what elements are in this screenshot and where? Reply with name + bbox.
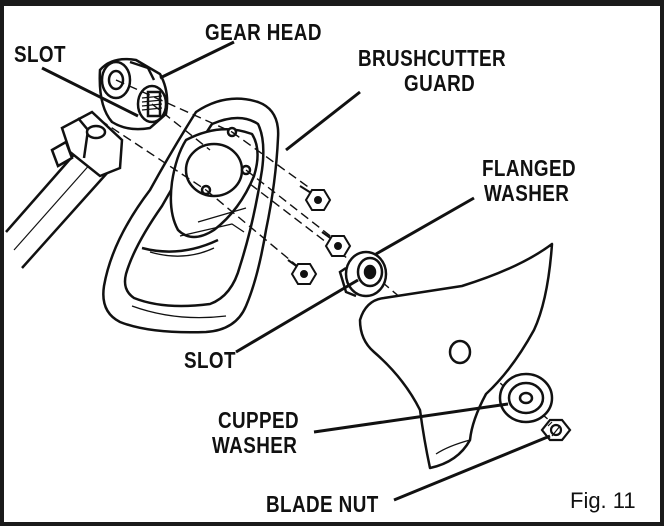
leader-slot-bottom xyxy=(235,278,359,354)
leader-cupped-washer xyxy=(313,402,509,434)
drive-shaft xyxy=(5,149,109,269)
cupped-washer xyxy=(498,372,554,424)
flanged-washer xyxy=(338,250,388,298)
label-gear-head: GEAR HEAD xyxy=(205,19,322,45)
label-brushcutter-guard-line1: BRUSHCUTTER xyxy=(358,45,507,71)
gear-head xyxy=(98,57,169,131)
label-brushcutter-guard-line2: GUARD xyxy=(404,70,476,96)
brushcutter-guard xyxy=(102,97,280,334)
gear-spline xyxy=(141,95,163,111)
label-slot-bottom: SLOT xyxy=(184,347,236,373)
leader-flanged-washer xyxy=(375,196,475,256)
guard-bolt-top xyxy=(299,185,332,211)
label-flanged-washer-line1: FLANGED xyxy=(482,155,577,181)
label-cupped-washer-line1: CUPPED xyxy=(218,407,300,433)
leader-lines xyxy=(41,40,551,502)
blade-center-hole xyxy=(448,339,472,365)
leader-blade-nut xyxy=(393,434,551,502)
label-cupped-washer-line2: WASHER xyxy=(212,432,298,458)
label-slot-top: SLOT xyxy=(14,41,66,67)
guard-bolt-bottom xyxy=(287,259,318,285)
cutting-blade xyxy=(358,242,554,470)
leader-slot-top xyxy=(41,66,139,118)
shaft-clamp xyxy=(50,110,124,178)
label-brushcutter-guard: BRUSHCUTTER GUARD xyxy=(358,46,528,96)
label-flanged-washer: FLANGED WASHER xyxy=(478,156,618,206)
guard-center-hole xyxy=(184,142,244,198)
leader-brushcutter-guard xyxy=(285,90,361,152)
leader-gear-head xyxy=(159,40,235,80)
label-flanged-washer-line2: WASHER xyxy=(484,180,570,206)
guard-bolt-middle xyxy=(321,231,352,257)
label-blade-nut: BLADE NUT xyxy=(266,491,379,517)
label-cupped-washer: CUPPED WASHER xyxy=(212,408,332,458)
figure-caption: Fig. 11 xyxy=(570,488,636,513)
